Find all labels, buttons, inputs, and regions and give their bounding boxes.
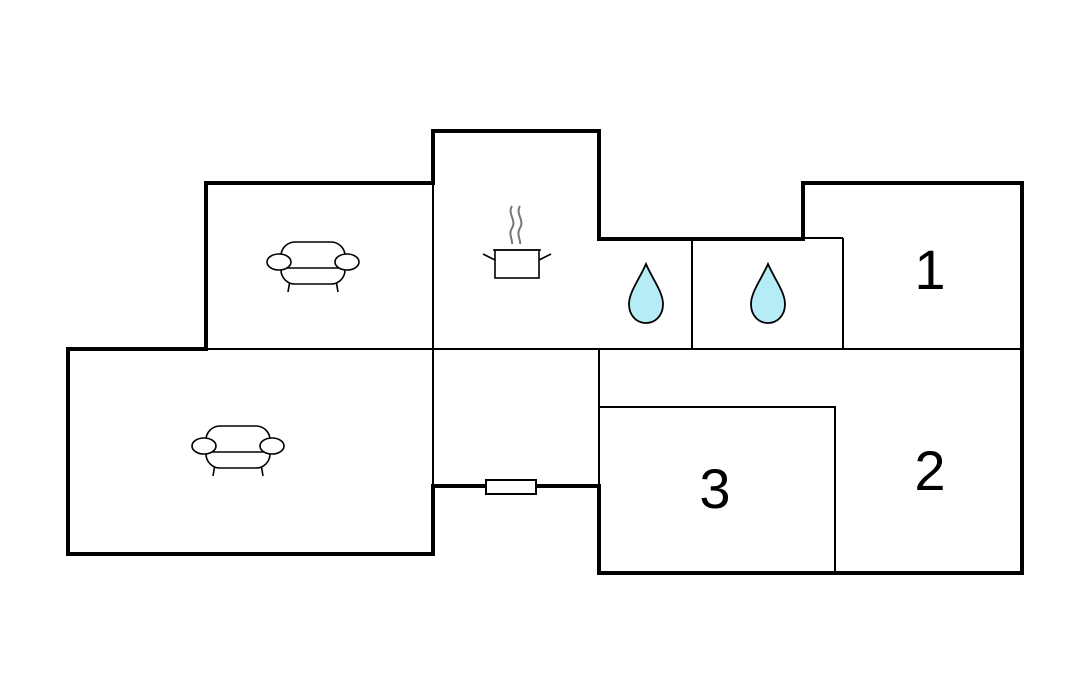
bedroom-3-label: 3 [699,457,730,520]
cooking-pot-icon [482,205,552,279]
sofa-icon [266,241,360,293]
bedroom-1-label: 1 [914,238,945,301]
water-drop-icon [628,261,664,324]
door-icon [485,479,537,495]
bedroom-2-label: 2 [914,439,945,502]
water-drop-icon [750,261,786,324]
sofa-icon [191,425,285,477]
bedroom-3-walls [599,406,836,573]
interior-walls [68,133,1022,573]
outer-walls [66,129,1024,575]
